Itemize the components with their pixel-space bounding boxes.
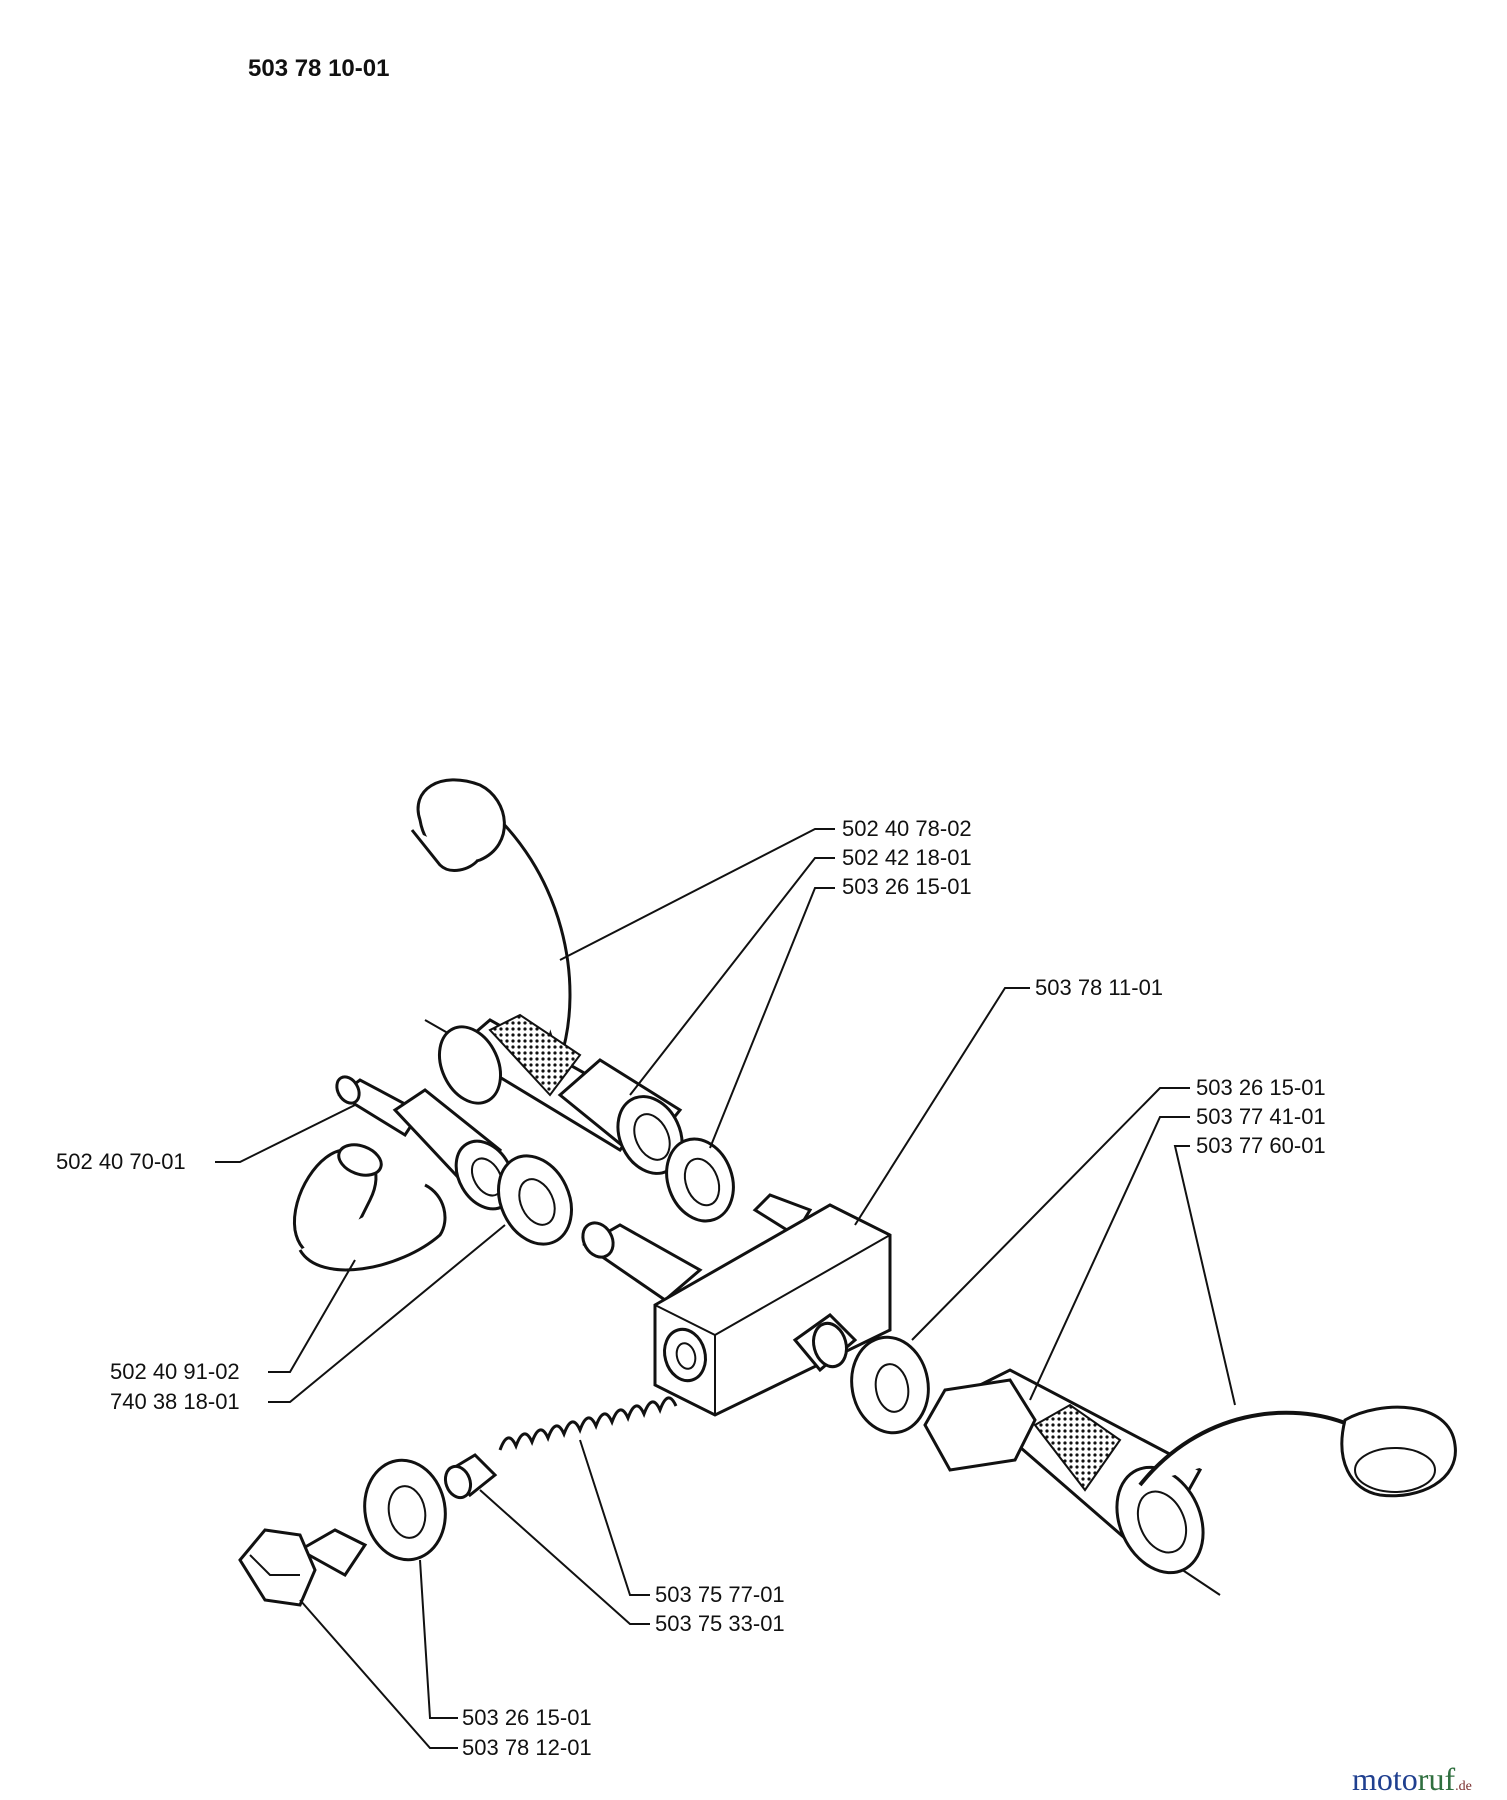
label-lower-coupling-cap: 503 77 60-01 [1196, 1133, 1326, 1158]
valve-pin [443, 1453, 498, 1500]
label-valve-body: 503 78 11-01 [1035, 975, 1163, 1000]
label-spring: 503 75 77-01 [655, 1582, 785, 1607]
nipple [335, 1075, 516, 1211]
label-lower-coupling-body: 503 77 41-01 [1196, 1104, 1326, 1129]
valve-body [581, 1193, 892, 1417]
lower-quick-coupling [923, 1368, 1457, 1596]
label-dust-cap: 502 40 91-02 [110, 1359, 240, 1384]
label-valve-pin: 503 75 33-01 [655, 1611, 785, 1636]
right-washer [850, 1335, 930, 1435]
label-nipple: 502 40 70-01 [56, 1149, 186, 1174]
spring [498, 1396, 678, 1451]
lower-washer [363, 1458, 447, 1562]
watermark-text: motoruf.de [1352, 1761, 1472, 1797]
label-plug-screw: 503 78 12-01 [462, 1735, 592, 1760]
label-lower-washer: 503 26 15-01 [462, 1705, 592, 1730]
label-coupling-with-cap: 502 40 78-02 [842, 816, 972, 841]
upper-quick-coupling [410, 778, 684, 1175]
label-upper-washer: 503 26 15-01 [842, 874, 972, 899]
upper-washer [665, 1137, 735, 1223]
watermark: motoruf.de [1352, 1761, 1472, 1797]
assembly-number: 503 78 10-01 [248, 55, 389, 82]
label-coupling-body: 502 42 18-01 [842, 845, 972, 870]
label-lower-left-washer: 740 38 18-01 [110, 1389, 240, 1414]
leader-lines [215, 828, 1236, 1749]
dust-cap [292, 1143, 447, 1272]
part-number-labels: 502 40 78-02 502 42 18-01 503 26 15-01 5… [56, 816, 1326, 1760]
label-right-washer: 503 26 15-01 [1196, 1075, 1326, 1100]
plug-screw [238, 1528, 368, 1607]
lower-left-washer [497, 1154, 573, 1246]
